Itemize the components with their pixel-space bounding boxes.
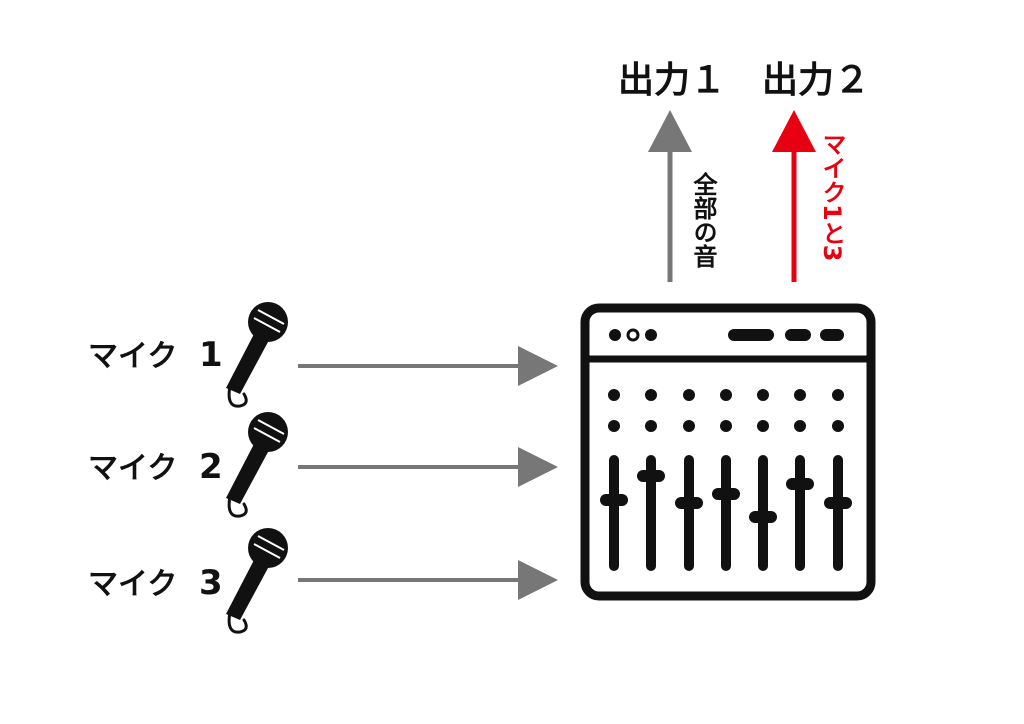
input-1-arrow — [298, 346, 558, 386]
mixer-knob — [608, 389, 620, 401]
mixer-fader-track — [646, 455, 656, 571]
microphone-icon — [224, 410, 290, 518]
mixer-knob — [645, 420, 657, 432]
microphone-icon — [224, 300, 290, 408]
input-2-arrow — [298, 447, 558, 487]
mixer-knob — [794, 389, 806, 401]
mixer-fader-track — [795, 455, 805, 571]
mixer-knob — [683, 420, 695, 432]
mic-1-group: マイク 1 — [88, 300, 290, 408]
mixer-knob — [757, 389, 769, 401]
mixer-fader-cap — [749, 511, 777, 523]
mixer-knob — [757, 420, 769, 432]
mic-1-number: 1 — [199, 335, 223, 375]
output-2-arrow — [772, 110, 816, 282]
mixer-fader-cap — [637, 470, 665, 482]
mixer-fader-cap — [675, 497, 703, 509]
mic-2-number: 2 — [199, 447, 223, 487]
mixer-knob — [683, 389, 695, 401]
mixer-fader-cap — [600, 494, 628, 506]
mic-2-label: マイク — [88, 451, 177, 486]
output-1-note: 全部の音 — [689, 171, 718, 268]
output-2-label: 出力２ — [762, 60, 870, 101]
mixer-fader-cap — [712, 488, 740, 500]
mic-3-group: マイク 3 — [88, 526, 290, 634]
mic-3-label: マイク — [88, 567, 177, 602]
mixer-knob — [608, 420, 620, 432]
mixer-fader-track — [833, 455, 843, 571]
output-2-note: マイク1と3 — [818, 132, 846, 261]
mixer-knob — [720, 389, 732, 401]
audio-mixer-icon — [580, 303, 876, 601]
mixer-fader-cap — [786, 478, 814, 490]
mic-1-label: マイク — [88, 339, 177, 374]
mixer-fader-track — [721, 455, 731, 571]
mixer-knob — [794, 420, 806, 432]
mixer-knob — [832, 389, 844, 401]
mic-2-group: マイク 2 — [88, 410, 290, 518]
microphone-icon — [224, 526, 290, 634]
output-1-label: 出力１ — [618, 60, 726, 101]
mixer-knob — [832, 420, 844, 432]
mic-3-number: 3 — [199, 563, 223, 603]
mixer-fader-track — [684, 455, 694, 571]
mixer-knob — [720, 420, 732, 432]
mixer-fader-cap — [824, 497, 852, 509]
mixer-fader-track — [609, 455, 619, 571]
input-3-arrow — [298, 560, 558, 600]
output-1-arrow — [648, 110, 692, 282]
mixer-knob — [645, 389, 657, 401]
